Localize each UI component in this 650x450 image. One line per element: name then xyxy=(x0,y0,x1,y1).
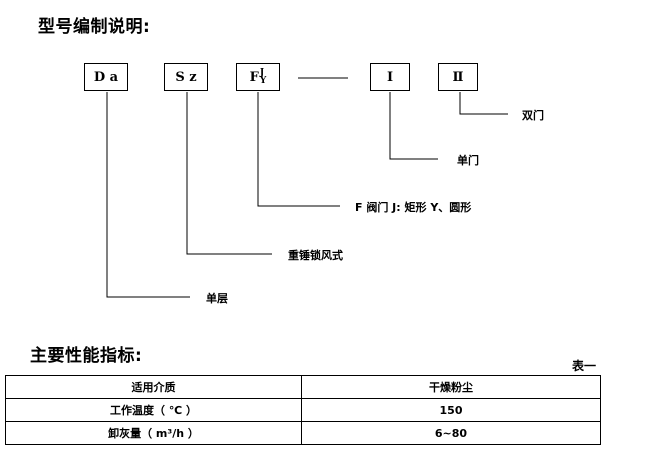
code-box-double: Ⅱ xyxy=(438,63,478,91)
table-row: 适用介质 干燥粉尘 xyxy=(5,375,601,399)
table-caption: 表一 xyxy=(572,359,597,373)
code-f-subscript: Y xyxy=(259,76,267,86)
table-row: 卸灰量（ m³/h ） 6~80 xyxy=(5,421,601,445)
row-name: 适用介质 xyxy=(5,375,302,399)
code-f: F xyxy=(249,69,259,85)
label-counterweight: 重锤锁风式 xyxy=(288,249,343,262)
label-double-door: 双门 xyxy=(522,109,544,122)
code-sz: S z xyxy=(175,69,197,85)
code-f-superscript: J xyxy=(259,68,265,78)
code-box-f: F J Y xyxy=(236,63,280,91)
row-value: 150 xyxy=(301,398,601,422)
row-value: 6~80 xyxy=(301,421,601,445)
code-double: Ⅱ xyxy=(452,69,464,85)
label-single-door: 单门 xyxy=(457,154,479,167)
code-box-da: D a xyxy=(84,63,128,91)
label-single-layer: 单层 xyxy=(206,292,228,305)
row-name: 工作温度（ ℃ ） xyxy=(5,398,302,422)
code-single: I xyxy=(386,69,394,85)
code-box-sz: S z xyxy=(164,63,208,91)
model-title: 型号编制说明: xyxy=(38,17,151,37)
code-da: D a xyxy=(93,69,119,85)
table-row: 工作温度（ ℃ ） 150 xyxy=(5,398,601,422)
row-name: 卸灰量（ m³/h ） xyxy=(5,421,302,445)
spec-table: 适用介质 干燥粉尘 工作温度（ ℃ ） 150 卸灰量（ m³/h ） 6~80 xyxy=(5,375,601,445)
code-box-single: I xyxy=(370,63,410,91)
specs-title: 主要性能指标: xyxy=(30,346,143,366)
row-value: 干燥粉尘 xyxy=(301,375,601,399)
label-valve-shape: F 阀门 J: 矩形 Y、圆形 xyxy=(355,201,472,214)
